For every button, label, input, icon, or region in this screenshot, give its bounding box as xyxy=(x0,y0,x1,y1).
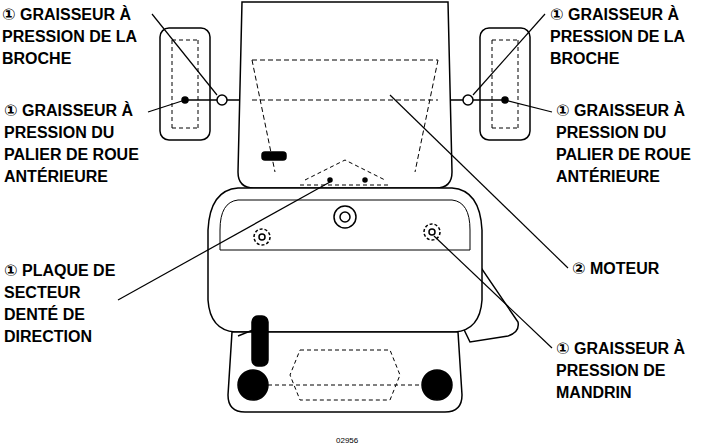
pivot-fitting xyxy=(217,95,227,105)
callout-label: ② MOTEUR xyxy=(572,258,702,280)
callout-label: ① GRAISSEUR À PRESSION DU PALIER DE ROUE… xyxy=(4,100,148,188)
rear-wheel xyxy=(238,370,268,400)
pivot-fitting xyxy=(463,95,473,105)
callout-label: ① GRAISSEUR À PRESSION DU PALIER DE ROUE… xyxy=(556,100,704,188)
callout-label: ① PLAQUE DE SECTEUR DENTÉ DE DIRECTION xyxy=(4,260,116,348)
front-wheel xyxy=(480,28,530,140)
front-wheel xyxy=(160,28,210,140)
hood xyxy=(238,2,452,188)
leader-line xyxy=(118,14,568,348)
callout-label: ① GRAISSEUR À PRESSION DE MANDRIN xyxy=(556,338,704,404)
figure-number: 02956 xyxy=(336,436,376,446)
callout-label: ① GRAISSEUR À PRESSION DE LA BROCHE xyxy=(550,4,704,70)
callout-label: ① GRAISSEUR À PRESSION DE LA BROCHE xyxy=(2,4,154,70)
body xyxy=(208,188,482,332)
rear-wheel xyxy=(422,370,452,400)
